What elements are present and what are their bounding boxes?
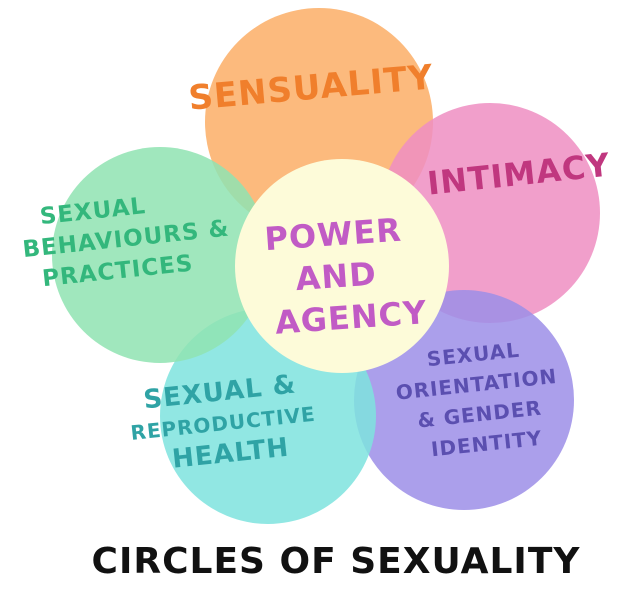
circle-power-and-agency-line-2: AND	[294, 255, 378, 299]
circle-sexual-behaviours-practices-shape	[52, 147, 268, 363]
circle-power-and-agency-shape	[235, 159, 449, 373]
circle-power-and-agency: POWER AND AGENCY	[235, 159, 449, 373]
diagram-title: CIRCLES OF SEXUALITY	[92, 541, 581, 582]
circle-sexual-behaviours-practices: SEXUAL BEHAVIOURS & PRACTICES	[21, 147, 268, 363]
circle-power-and-agency-label: POWER AND AGENCY	[263, 209, 428, 342]
